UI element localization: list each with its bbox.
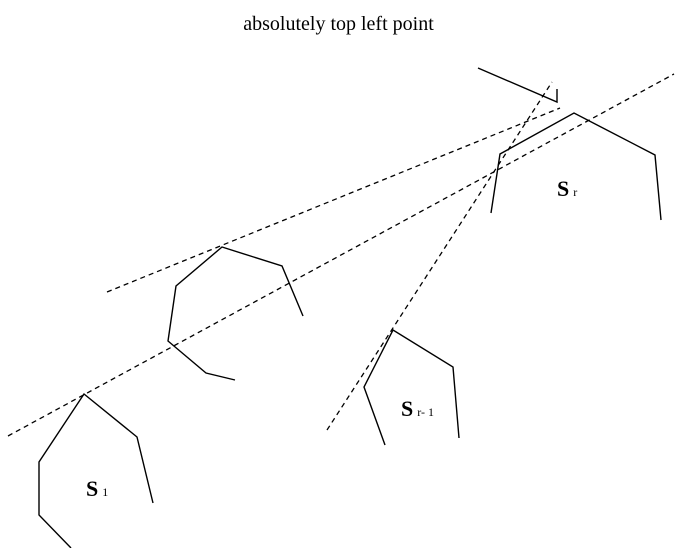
chain-s-r	[490, 112, 662, 221]
chain-s-r-minus-1	[363, 329, 460, 446]
dashed-line-steep	[326, 81, 553, 431]
dashed-line-upper	[106, 107, 561, 293]
corner-marker	[477, 67, 558, 104]
chain-middle	[167, 246, 304, 381]
figure-title: absolutely top left point	[243, 13, 434, 35]
chain-s-1	[38, 392, 154, 548]
dashed-line-lower	[7, 73, 675, 437]
